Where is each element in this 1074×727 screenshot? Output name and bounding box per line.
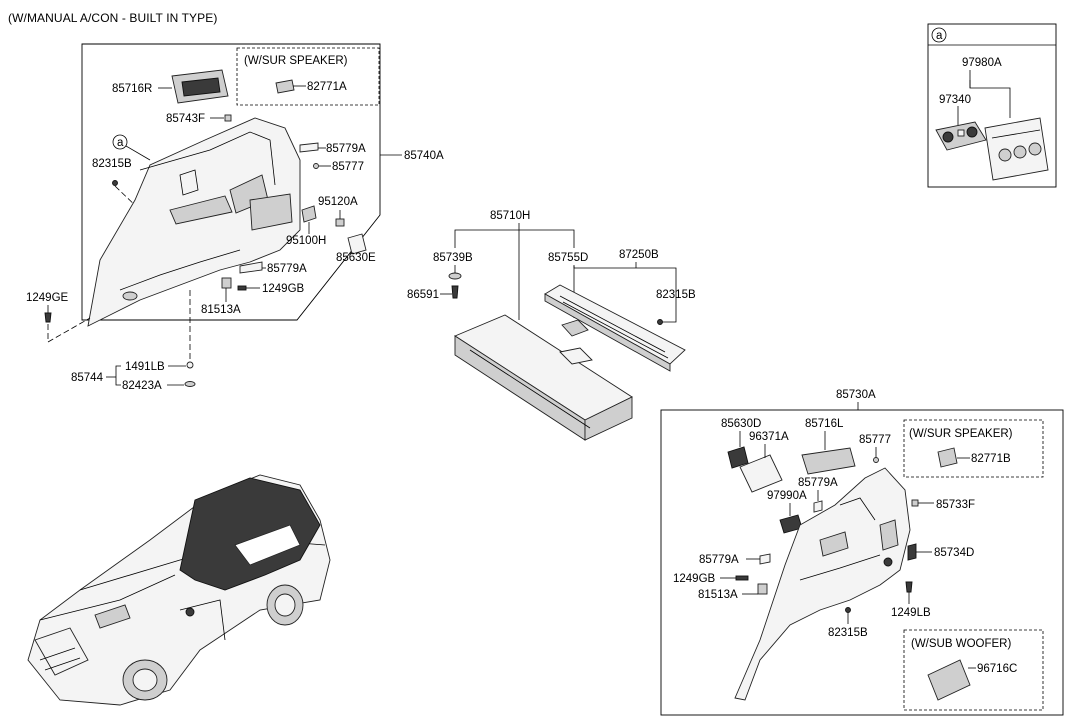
quarter-trim-panel-left-icon [87,117,301,327]
right-group-outline [660,409,1064,716]
right-sub-woofer-box [903,629,1044,711]
luggage-tray-icon [454,314,633,441]
label-86591: 86591 [407,289,439,301]
right-sub-woofer-header: (W/SUB WOOFER) [911,638,1011,650]
label-82315B-right: 82315B [828,627,868,639]
label-85630D: 85630D [721,418,761,430]
quarter-trim-panel-right-icon [734,467,911,701]
label-87250B: 87250B [619,249,659,261]
switch-95100h-icon [301,205,317,223]
label-85779A-left-bottom: 85779A [267,263,307,275]
label-97340: 97340 [939,94,971,106]
label-85744: 85744 [71,372,104,384]
label-82315B-center: 82315B [656,289,696,301]
label-85743F: 85743F [166,113,205,125]
cover-85755d-icon [561,319,589,337]
left-sur-speaker-header: (W/SUR SPEAKER) [244,55,348,67]
diagram-title: (W/MANUAL A/CON - BUILT IN TYPE) [8,11,218,25]
vehicle-illustration-icon [27,474,331,706]
label-85716L: 85716L [805,418,844,430]
left-trim-group: (W/SUR SPEAKER) 82771A 85740A 85716R 857… [26,43,444,392]
label-95120A: 95120A [318,196,358,208]
label-1249GB-right: 1249GB [673,573,716,585]
label-96371A: 96371A [749,431,789,443]
label-1249GB-left: 1249GB [262,283,305,295]
left-group-outline [81,43,381,321]
callout-a-circle [931,27,947,43]
label-1491LB: 1491LB [125,361,165,373]
label-97990A: 97990A [767,490,807,502]
label-85777-left: 85777 [332,161,364,173]
woofer-grille-icon [927,659,971,701]
right-sur-speaker-header: (W/SUR SPEAKER) [909,428,1013,440]
label-82771A: 82771A [307,81,347,93]
label-85779A-left-top: 85779A [326,143,366,155]
speaker-grille-icon [275,79,295,94]
label-85779A-right-top: 85779A [798,477,838,489]
label-85710H: 85710H [490,210,530,222]
label-85733F: 85733F [936,499,975,511]
label-85734D: 85734D [934,547,974,559]
label-97980A: 97980A [962,57,1002,69]
label-1249GE: 1249GE [26,292,69,304]
left-callout-a-letter: a [117,137,124,149]
label-85777-right: 85777 [859,434,891,446]
label-95100H: 95100H [286,235,326,247]
label-82315B-left: 82315B [92,158,132,170]
label-82771B: 82771B [971,453,1011,465]
right-trim-group: 85730A (W/SUR SPEAKER) 82771B (W/SUB WOO… [660,389,1064,716]
speaker-grille-right-icon [937,447,958,468]
label-85630E: 85630E [336,252,376,264]
control-panel-bezel-icon [984,117,1049,181]
label-85779A-right-bottom: 85779A [699,554,739,566]
left-sur-speaker-box [236,47,380,106]
scuff-plate-icon [544,284,686,372]
label-1249LB: 1249LB [891,607,931,619]
callout-a-group: a 97980A 97340 [927,23,1057,188]
label-81513A-right: 81513A [698,589,738,601]
left-callout-a-circle [112,134,128,150]
label-82423A: 82423A [122,380,162,392]
label-85740A: 85740A [404,150,444,162]
center-cargo-group: 85710H 85739B 85755D 86591 87250B [407,210,696,441]
right-sur-speaker-box [903,419,1044,478]
label-85716R: 85716R [112,83,152,95]
callout-a-box [927,23,1057,188]
label-81513A-left: 81513A [201,304,241,316]
climate-controller-icon [935,121,987,151]
cup-holder-right-icon [801,447,856,475]
label-96716C: 96716C [977,663,1017,675]
label-85755D: 85755D [548,252,588,264]
callout-a-letter: a [936,30,943,42]
label-85739B: 85739B [433,252,473,264]
label-85730A: 85730A [836,389,876,401]
cover-85630e-icon [347,233,367,255]
grille-96371a-icon [739,454,783,493]
